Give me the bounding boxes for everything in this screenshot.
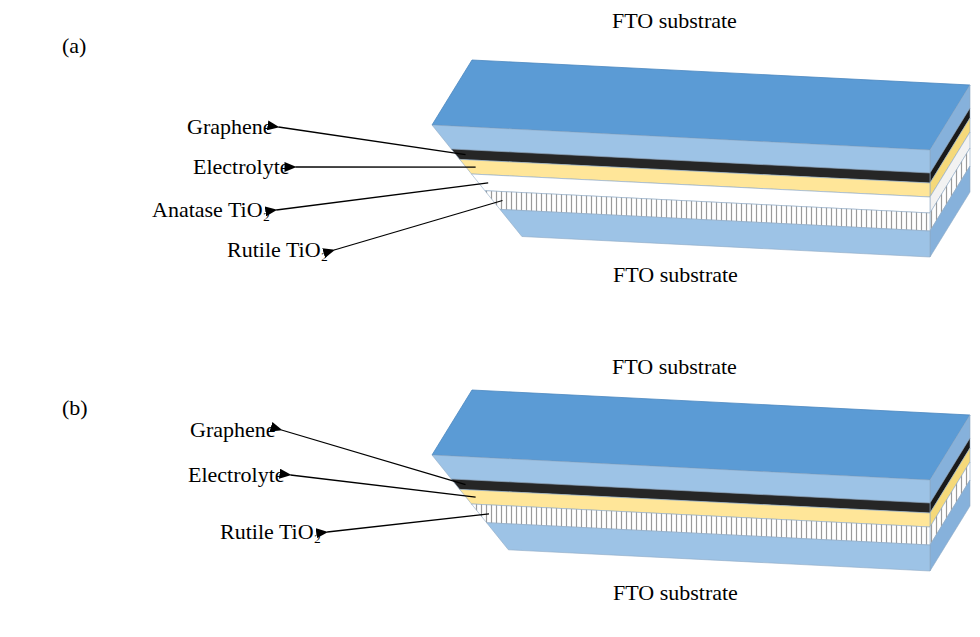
layer-label: FTO substrate: [613, 580, 738, 606]
layer-label: Electrolyte: [193, 154, 290, 180]
panel-letter: (b): [62, 395, 88, 421]
panel-letter: (a): [62, 33, 86, 59]
layer-side: [930, 480, 970, 571]
leader-arrow: [291, 475, 476, 497]
leader-arrow: [327, 514, 489, 532]
layer-front: [487, 523, 930, 571]
device-stacks: [432, 60, 970, 571]
layer-label: Anatase TiO₂: [152, 197, 270, 223]
leader-arrow: [282, 430, 466, 485]
layer-label: Rutile TiO₂: [227, 237, 328, 263]
layer-front: [500, 209, 930, 257]
layer-label: FTO substrate: [613, 262, 738, 288]
leader-arrow: [279, 127, 466, 155]
leader-lines: [276, 127, 502, 532]
leader-arrow: [334, 201, 502, 251]
layer-label: Graphene: [190, 417, 276, 443]
leader-arrow: [276, 183, 488, 210]
layer-label: FTO substrate: [612, 8, 737, 34]
layer-label: Rutile TiO₂: [220, 519, 321, 545]
layer-side: [930, 166, 970, 257]
leader-arrow: [296, 166, 476, 167]
layer-label: Graphene: [187, 114, 273, 140]
layer-label: FTO substrate: [612, 354, 737, 380]
layer-label: Electrolyte: [188, 462, 285, 488]
